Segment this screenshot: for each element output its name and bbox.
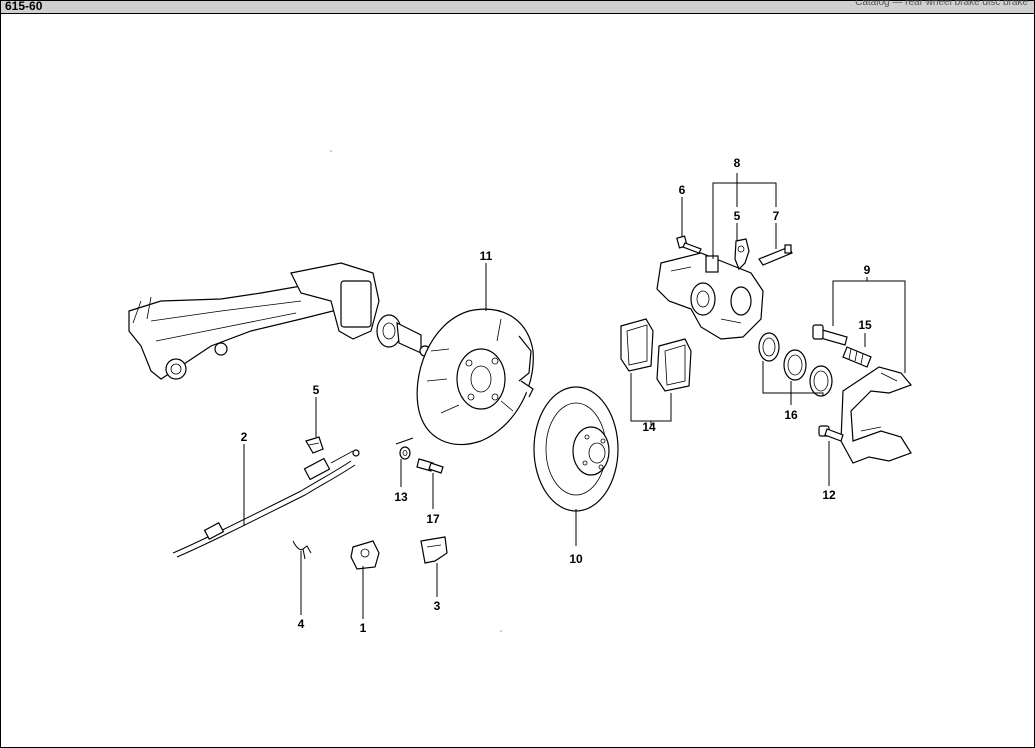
leader-lines (243, 173, 906, 619)
callout-5-upper: 5 (734, 209, 741, 223)
callout-5-lower: 5 (313, 383, 320, 397)
sheet-subtitle: Catalog — rear wheel brake disc brake (855, 0, 1028, 8)
backing-plate (416, 308, 534, 446)
clip-5-upper (734, 238, 750, 271)
spring-4 (292, 540, 312, 560)
callout-1: 1 (360, 621, 367, 635)
washer-13 (399, 446, 411, 460)
callout-10: 10 (569, 552, 583, 566)
callout-11: 11 (480, 249, 493, 263)
callout-9: 9 (864, 263, 871, 277)
scan-dot (330, 150, 332, 152)
bracket-3 (420, 536, 448, 564)
bolt-12 (818, 425, 844, 442)
callout-6: 6 (679, 183, 686, 197)
clip-5-lower (305, 436, 324, 454)
caliper-carrier (840, 366, 913, 464)
callout-15: 15 (858, 318, 872, 332)
callout-14: 14 (642, 420, 656, 434)
guide-bolt (812, 324, 872, 368)
callout-17: 17 (426, 512, 440, 526)
bleeder-valve-7 (758, 244, 793, 266)
stub-axle (376, 314, 431, 357)
callout-13: 13 (394, 490, 408, 504)
scan-dot (500, 630, 502, 632)
rear-axle-beam (128, 262, 380, 380)
seal-rings (758, 332, 833, 397)
callout-8: 8 (734, 156, 741, 170)
callout-labels: 1 2 3 4 5 5 6 7 8 9 10 11 12 13 14 15 16… (241, 156, 872, 635)
caliper-housing (656, 252, 764, 340)
bolt-6 (676, 235, 702, 254)
header-bar: 615-60 Catalog — rear wheel brake disc b… (1, 0, 1034, 14)
callout-3: 3 (434, 599, 441, 613)
callout-16: 16 (784, 408, 798, 422)
callout-7: 7 (773, 209, 780, 223)
bracket-1 (350, 540, 380, 570)
callout-4: 4 (298, 617, 305, 631)
bolt-17 (416, 458, 444, 474)
callout-12: 12 (822, 488, 836, 502)
brake-pads (620, 318, 692, 392)
brake-disc (533, 386, 619, 512)
handbrake-cable (172, 449, 360, 558)
callout-2: 2 (241, 430, 248, 444)
sheet-code: 615-60 (5, 0, 43, 13)
